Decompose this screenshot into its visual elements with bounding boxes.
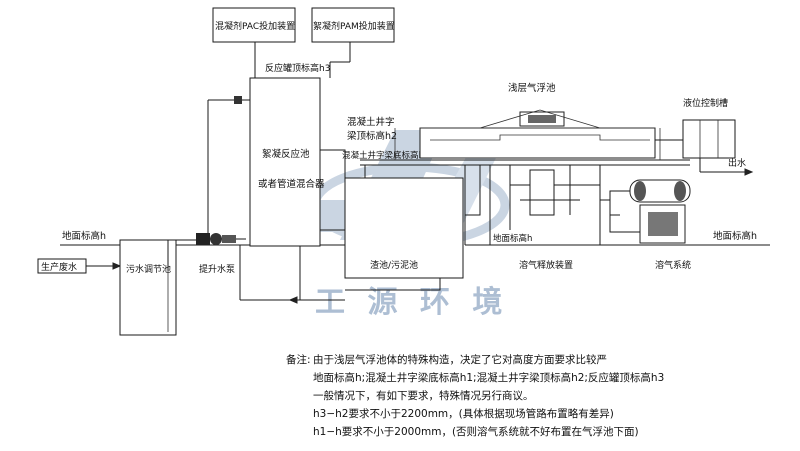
equalization-tank	[119, 239, 177, 336]
air-release-label: 溶气释放装置	[519, 259, 573, 271]
ground-level-left-label: 地面标高h	[62, 230, 106, 242]
lift-pump-label: 提升水泵	[199, 263, 235, 275]
notes-line-2: 地面标高h;混凝土井字梁底标高h1;混凝土井字梁顶标高h2;反应罐顶标高h3	[313, 372, 665, 384]
pac-dosing-label: 混凝剂PAC投加装置	[215, 20, 295, 32]
production-wastewater-label: 生产废水	[41, 261, 77, 273]
notes-line-4: h3−h2要求不小于2200mm，(具体根据现场管路布置略有差异)	[313, 408, 614, 420]
beam-top-label-1: 混凝土井字	[347, 116, 395, 128]
pam-dosing-box	[311, 7, 395, 43]
air-system-label: 溶气系统	[655, 259, 691, 271]
ground-level-right-label: 地面标高h	[713, 230, 757, 242]
notes-line-1: 由于浅层气浮池体的特殊构造，决定了它对高度方面要求比较严	[313, 354, 607, 366]
notes-heading: 备注:	[286, 354, 311, 366]
beam-top-label-2: 梁顶标高h2	[347, 130, 397, 142]
air-release-vessel	[529, 169, 555, 216]
notes-line-5: h1−h要求不小于2000mm，(否则溶气系统就不好布置在气浮池下面)	[313, 426, 639, 438]
air-system-vessel	[629, 179, 691, 203]
sludge-tank-label: 渣池/污泥池	[370, 259, 418, 271]
pac-dosing-box	[212, 7, 296, 43]
equalization-tank-label: 污水调节池	[126, 263, 171, 275]
shallow-daf-label: 浅层气浮池	[508, 82, 556, 94]
water-out-label: 出水	[728, 157, 746, 169]
watermark-text: 工 源 环 境	[315, 285, 508, 320]
ground-level-mid-label: 地面标高h	[493, 233, 532, 244]
sludge-tank	[344, 177, 464, 279]
daf-tank-body	[419, 127, 656, 159]
pam-dosing-label: 絮凝剂PAM投加装置	[313, 20, 395, 32]
level-control-tank-label: 液位控制槽	[683, 97, 728, 109]
notes-line-3: 一般情况下，有如下要求，特殊情况另行商议。	[313, 390, 534, 402]
reactor-top-h3-label: 反应罐顶标高h3	[265, 62, 330, 74]
daf-rotor-icon	[519, 111, 565, 127]
flocculation-tank-label-2: 或者管道混合器	[258, 178, 325, 190]
notes-section: 备注: 由于浅层气浮池体的特殊构造，决定了它对高度方面要求比较严 地面标高h;混…	[286, 351, 793, 441]
flocculation-tank-label-1: 絮凝反应池	[262, 148, 310, 160]
beam-bottom-label: 混凝土井字梁底标高h1	[342, 150, 429, 161]
lift-pump-icon	[196, 233, 236, 245]
flocculation-reactor	[249, 77, 321, 247]
level-control-tank	[682, 119, 736, 159]
